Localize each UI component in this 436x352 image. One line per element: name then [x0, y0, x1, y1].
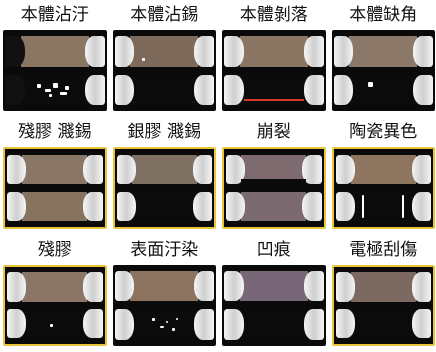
- defect-photo: [112, 264, 216, 346]
- defect-photo: [331, 264, 435, 346]
- chip-bottom: [7, 309, 103, 339]
- defect-photo: [3, 30, 107, 112]
- defect-photo: [222, 147, 326, 229]
- defect-label: 表面汙染: [130, 239, 199, 260]
- chip-bottom: [224, 74, 324, 106]
- defect-cell-10: 表面汙染: [112, 235, 216, 352]
- chip-bottom: [114, 309, 214, 341]
- chip-bottom: [226, 191, 322, 221]
- defect-photo: [3, 147, 107, 229]
- defect-cell-12: 電極刮傷: [331, 235, 435, 352]
- defect-photo: [112, 30, 216, 112]
- defect-image-grid: 本體沾汙 本體沾錫: [3, 0, 435, 352]
- chip-top: [114, 270, 214, 302]
- defect-cell-7: 崩裂: [222, 117, 326, 234]
- defect-label: 本體剝落: [239, 5, 308, 25]
- chip-bottom: [116, 191, 212, 221]
- defect-label: 本體沾汙: [20, 5, 89, 25]
- defect-cell-1: 本體沾汙: [3, 0, 107, 117]
- chip-bottom: [333, 74, 433, 106]
- chip-top: [114, 35, 214, 67]
- defect-photo: [222, 264, 326, 346]
- defect-cell-8: 陶瓷異色: [331, 117, 435, 234]
- chip-top: [226, 154, 322, 185]
- chip-top: [333, 35, 433, 67]
- defect-cell-5: 殘膠 濺錫: [3, 117, 107, 234]
- chip-top: [7, 154, 103, 185]
- defect-label: 殘膠 濺錫: [18, 122, 92, 143]
- chip-top: [335, 272, 431, 302]
- chip-top: [335, 154, 431, 185]
- defect-label: 銀膠 濺錫: [127, 122, 201, 143]
- chip-bottom: [335, 309, 431, 339]
- defect-label: 電極刮傷: [349, 239, 418, 260]
- defect-photo: [112, 147, 216, 229]
- chip-bottom: [114, 74, 214, 106]
- defect-cell-6: 銀膠 濺錫: [112, 117, 216, 234]
- chip-top: [7, 272, 103, 302]
- defect-photo: [331, 147, 435, 229]
- defect-label: 崩裂: [256, 122, 291, 143]
- defect-label: 本體沾錫: [130, 5, 199, 25]
- defect-photo: [331, 30, 435, 112]
- chip-bottom: [5, 74, 105, 106]
- defect-label: 陶瓷異色: [349, 122, 418, 143]
- defect-photo: [3, 264, 107, 346]
- chip-top: [5, 35, 105, 67]
- chip-top: [224, 35, 324, 67]
- defect-label: 本體缺角: [349, 5, 418, 25]
- defect-photo: [222, 30, 326, 112]
- defect-label: 凹痕: [256, 239, 291, 260]
- defect-label: 殘膠: [37, 239, 72, 260]
- chip-bottom: [335, 191, 431, 221]
- defect-cell-9: 殘膠: [3, 235, 107, 352]
- chip-bottom: [224, 309, 324, 341]
- defect-cell-2: 本體沾錫: [112, 0, 216, 117]
- defect-cell-4: 本體缺角: [331, 0, 435, 117]
- chip-top: [116, 154, 212, 185]
- defect-cell-11: 凹痕: [222, 235, 326, 352]
- chip-top: [224, 270, 324, 302]
- chip-bottom: [7, 191, 103, 221]
- defect-cell-3: 本體剝落: [222, 0, 326, 117]
